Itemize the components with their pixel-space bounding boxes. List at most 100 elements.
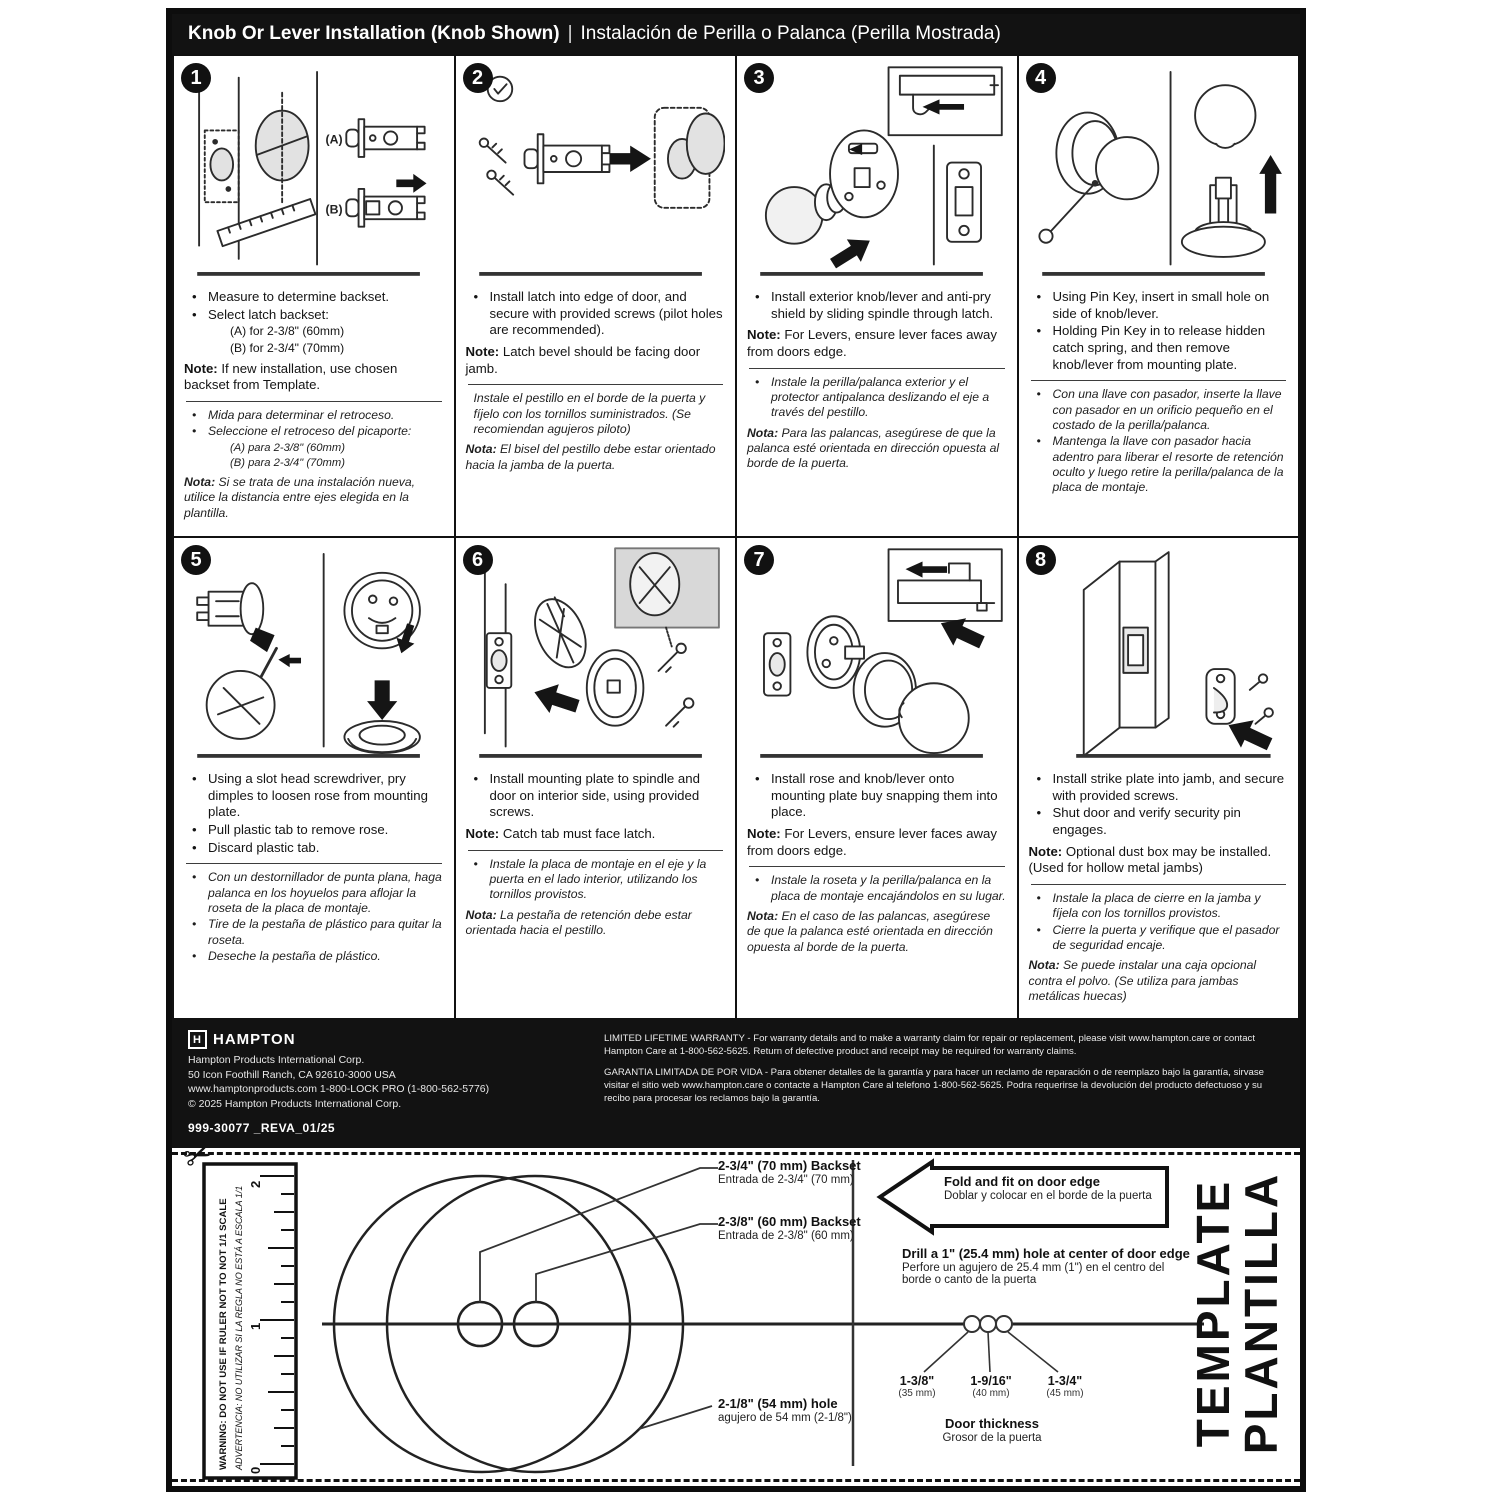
step-3-illustration	[760, 66, 1003, 276]
bullet-dot: •	[1036, 890, 1041, 905]
title-separator: |	[567, 23, 573, 44]
instruction-bullet: •Measure to determine backset.	[184, 289, 444, 306]
instruction-note: Note: Latch bevel should be facing door …	[466, 344, 726, 377]
steps-grid: 1 (A) (B) •Measure to determine backset.…	[172, 54, 1300, 1020]
step-cell-3: 3 •Install exterior knob/lever and anti-…	[737, 56, 1017, 536]
language-divider	[1030, 380, 1286, 382]
label-backset-70mm: 2-3/4" (70 mm) Backset Entrada de 2-3/4"…	[718, 1158, 861, 1186]
instruction-text: Install latch into edge of door, and sec…	[489, 289, 723, 338]
thickness-mm: (45 mm)	[1046, 1388, 1084, 1399]
thickness-mm: (35 mm)	[898, 1388, 936, 1399]
instruction-text: Instale la roseta y la perilla/palanca e…	[771, 873, 1006, 903]
step-text-spanish: • Instale la perilla/palanca exterior y e…	[747, 375, 1007, 472]
note-label: Note:	[184, 360, 222, 376]
address-line: Hampton Products International Corp.	[188, 1054, 365, 1066]
step-number-badge: 2	[462, 63, 493, 93]
bullet-dot: •	[192, 949, 197, 963]
note-text: Si se trata de una instalación nueva, ut…	[184, 475, 416, 520]
note-text: Para las palancas, asegúrese de que la p…	[747, 425, 1000, 471]
instruction-bullet: •Using Pin Key, insert in small hole on …	[1029, 289, 1289, 322]
step-text-spanish: • Con una llave con pasador, inserte la l…	[1029, 387, 1289, 496]
bullet-dot: •	[1036, 771, 1042, 786]
bullet-dot: •	[1036, 434, 1041, 449]
bullet-dot: •	[1036, 323, 1042, 339]
instruction-text: Deseche la pestaña de plástico.	[208, 949, 381, 963]
fold-arrow-icon	[876, 1158, 1169, 1236]
bullet-dot: •	[755, 289, 760, 304]
bullet-dot: •	[192, 424, 197, 439]
instruction-subline: (B) for 2-3/4" (70mm)	[230, 340, 345, 355]
note-label: Nota:	[747, 425, 782, 440]
note-label: Nota:	[184, 475, 219, 490]
instruction-text: Pull plastic tab to remove rose.	[208, 821, 389, 837]
note-label: Nota:	[465, 442, 501, 457]
address-line: 50 Icon Foothill Ranch, CA 92610-3000 US…	[188, 1068, 396, 1081]
instruction-bullet: • Pull plastic tab to remove rose.	[184, 822, 444, 839]
instruction-text: Measure to determine backset.	[208, 289, 390, 304]
step-8-illustration	[1075, 551, 1274, 758]
step-text-english: •Install strike plate into jamb, and sec…	[1029, 771, 1289, 877]
page-title-spanish: Instalación de Perilla o Palanca (Perill…	[580, 23, 1001, 44]
instruction-note: Nota: Para las palancas, asegúrese de qu…	[747, 426, 1007, 472]
note-label: Note:	[465, 343, 503, 359]
instruction-bullet: •Using a slot head screwdriver, pry dimp…	[184, 771, 444, 821]
instruction-bullet: •Select latch backset:	[184, 307, 444, 324]
instruction-text: Con una llave con pasador, inserte la ll…	[1052, 387, 1282, 432]
step-cell-6: 6 •Install mounting plate to spindle and…	[455, 538, 735, 1018]
note-text: For Levers, ensure lever faces away from…	[747, 825, 997, 858]
bullet-dot: •	[1036, 289, 1042, 304]
instruction-text: Instale la placa de cierre en la jamba y…	[1052, 890, 1261, 921]
step-number-badge: 3	[744, 63, 774, 93]
note-text: Latch bevel should be facing door jamb.	[465, 343, 701, 376]
note-label: Note:	[747, 327, 785, 343]
instruction-text: Install mounting plate to spindle and do…	[489, 771, 700, 820]
cut-line-bottom	[172, 1479, 1300, 1482]
step-number-badge: 8	[1025, 545, 1056, 575]
instruction-bullet: •Install rose and knob/lever onto mounti…	[747, 771, 1007, 821]
step-text-english: •Measure to determine backset.•Select la…	[184, 289, 444, 394]
bullet-dot: •	[755, 374, 760, 389]
step-number-badge: 1	[181, 63, 211, 93]
step-4-illustration	[1037, 71, 1282, 276]
instruction-bullet: • Holding Pin Key in to release hidden ca…	[1029, 323, 1289, 373]
bullet-dot: •	[192, 821, 197, 837]
language-divider	[467, 849, 723, 851]
instruction-text: Instale la perilla/palanca exterior y el…	[771, 374, 990, 420]
step-text-spanish: Instale el pestillo en el borde de la pu…	[466, 391, 726, 473]
note-text: Catch tab must face latch.	[502, 825, 656, 841]
note-text: Se puede instalar una caja opcional cont…	[1028, 958, 1257, 1003]
instruction-text: Cierre la puerta y verifique que el pasa…	[1052, 922, 1280, 952]
note-label: Note:	[1028, 843, 1066, 859]
instruction-subline: (A) for 2-3/8" (60mm)	[230, 324, 345, 339]
step-7-illustration	[760, 548, 1003, 758]
language-divider	[467, 384, 723, 386]
step-text-spanish: •Mida para determinar el retroceso.•Sele…	[184, 408, 444, 521]
fold-instruction: Fold and fit on door edge Doblar y coloc…	[944, 1174, 1152, 1202]
step-cell-1: 1 (A) (B) •Measure to determine backset.…	[174, 56, 454, 536]
step-6-illustration	[478, 547, 720, 758]
step-cell-7: 7 •Install rose and knob/lever onto moun…	[737, 538, 1017, 1018]
instruction-note: Note: For Levers, ensure lever faces awa…	[747, 826, 1007, 859]
step-1-illustration: (A) (B)	[197, 71, 427, 276]
thickness-inches: 1-9/16"	[970, 1374, 1012, 1388]
bullet-dot: •	[192, 306, 197, 322]
bullet-dot: •	[473, 771, 479, 786]
instruction-bullet: •Instale la placa de montaje en el eje y…	[466, 857, 726, 903]
instruction-bullet: •Mantenga la llave con pasador hacia ade…	[1029, 434, 1289, 496]
instruction-bullet: • Install mounting plate to spindle and d…	[466, 771, 726, 821]
instruction-bullet: •Cierre la puerta y verifique que el pas…	[1029, 923, 1289, 954]
bullet-dot: •	[192, 917, 197, 932]
instruction-bullet: •Discard plastic tab.	[184, 840, 444, 857]
cut-line-top	[172, 1152, 1300, 1155]
instruction-text: Holding Pin Key in to release hidden cat…	[1052, 323, 1266, 372]
instruction-note: Nota: El bisel del pestillo debe estar o…	[466, 442, 726, 473]
step-text-spanish: •Instale la placa de montaje en el eje y…	[466, 857, 726, 939]
bullet-dot: •	[473, 856, 478, 871]
note-label: Nota:	[465, 907, 501, 922]
instruction-bullet: • Deseche la pestaña de plástico.	[184, 949, 444, 964]
instruction-paragraph: Instale el pestillo en el borde de la pu…	[473, 391, 706, 436]
instruction-text: Discard plastic tab.	[208, 839, 320, 855]
hampton-logo: H HAMPTON	[188, 1030, 580, 1049]
step-cell-2: 2 •Install latch into edge of door, and …	[455, 56, 735, 536]
ruler-warning-spanish: ADVERTENCIA: NO UTILIZAR SI LA REGLA NO …	[234, 1186, 244, 1471]
